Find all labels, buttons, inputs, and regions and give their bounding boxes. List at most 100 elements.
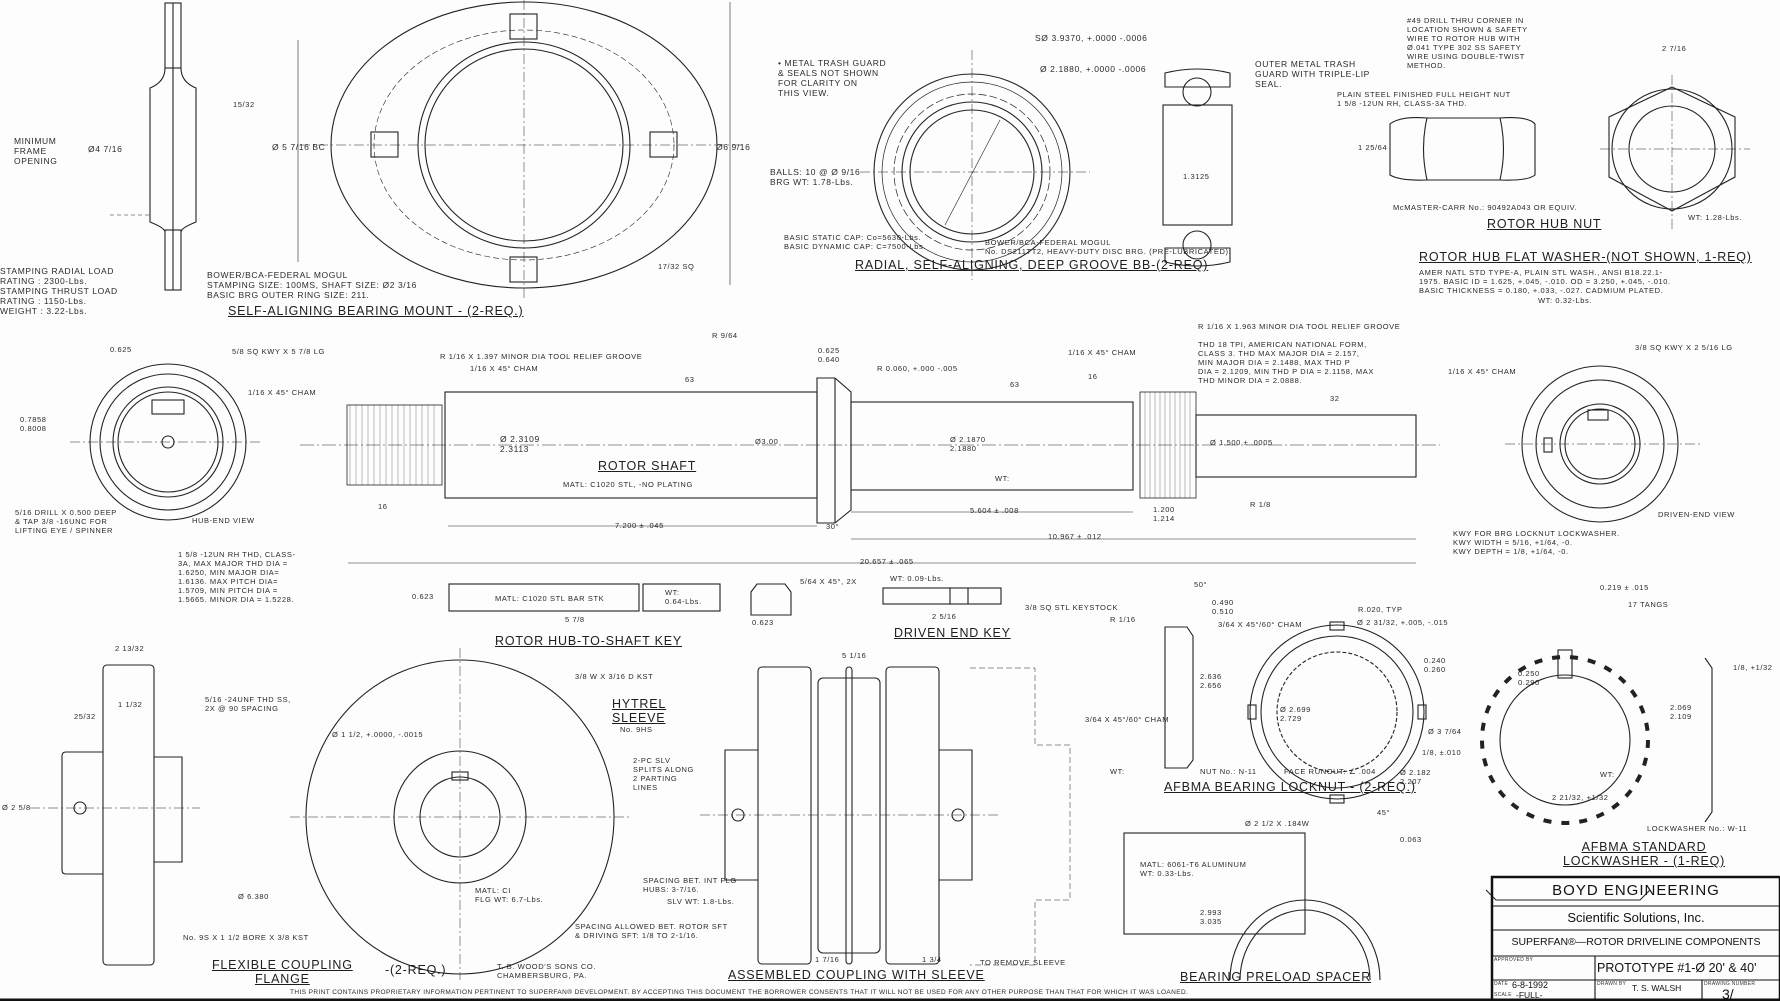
driven-key-weight: WT: 0.09-Lbs. — [890, 574, 945, 583]
bearing-face-view — [860, 50, 1090, 280]
flange-part-no: No. 9S X 1 1/2 BORE X 3/8 KST — [183, 933, 309, 942]
angle-30: 30° — [826, 522, 840, 531]
thread-length: 1.200 1.214 — [1153, 505, 1175, 523]
rotor-shaft-profile — [300, 377, 1440, 564]
driven-end-view-label: DRIVEN-END VIEW — [1658, 510, 1735, 519]
shaft-dia-1: Ø 2.3109 2.3113 — [500, 434, 540, 454]
mount-ratings: STAMPING RADIAL LOAD RATING : 2300-Lbs. … — [0, 266, 118, 316]
locknut-keyway-note: KWY FOR BRG LOCKNUT LOCKWASHER. KWY WIDT… — [1453, 529, 1620, 556]
tang-width: 0.219 ± .015 — [1600, 583, 1649, 592]
washer-bore: Ø 2.182 2.207 — [1400, 768, 1431, 786]
locknut-bore: Ø 2.699 2.729 — [1280, 705, 1311, 723]
project-name: SUPERFAN®—ROTOR DRIVELINE COMPONENTS — [1511, 936, 1761, 948]
coupling-flange-side-view — [30, 664, 200, 966]
flange-od: Ø 6.380 — [238, 892, 269, 901]
remove-sleeve-note: TO REMOVE SLEEVE — [980, 958, 1066, 967]
groove-2: R 1/16 X 1.963 MINOR DIA TOOL RELIEF GRO… — [1198, 322, 1401, 331]
cham-4: 1/16 X 45° CHAM — [1448, 367, 1517, 376]
bearing-locknut-drawing — [1164, 621, 1427, 804]
scale-label: SCALE — [1494, 992, 1512, 998]
cham-3: 1/16 X 45° CHAM — [1068, 348, 1137, 357]
flange-material: MATL: CI FLG WT: 6.7-Lbs. — [475, 886, 544, 904]
lockwasher-wt: WT: — [1600, 770, 1615, 779]
driven-key-title: DRIVEN END KEY — [894, 626, 1011, 640]
scale-value: -FULL- — [1516, 990, 1543, 1000]
shaft-material: MATL: C1020 STL, -NO PLATING — [563, 480, 693, 489]
drill-note: #49 DRILL THRU CORNER IN LOCATION SHOWN … — [1407, 16, 1528, 70]
proprietary-notice: THIS PRINT CONTAINS PROPRIETARY INFORMAT… — [290, 989, 1189, 996]
outer-guard-note: OUTER METAL TRASH GUARD WITH TRIPLE-LIP … — [1255, 59, 1370, 89]
flange-width: 2 13/32 — [115, 644, 145, 653]
coupling-overall: 5 1/16 — [842, 651, 867, 660]
bearing-note: • METAL TRASH GUARD & SEALS NOT SHOWN FO… — [778, 58, 887, 98]
date-value: 6-8-1992 — [1512, 980, 1549, 990]
kw-depth: 0.7858 0.8008 — [20, 415, 47, 433]
washer-spec: AMER NATL STD TYPE-A, PLAIN STL WASH., A… — [1419, 268, 1671, 295]
lockwasher-title: AFBMA STANDARD LOCKWASHER - (1-REQ) — [1563, 840, 1726, 868]
hub-nut-title: ROTOR HUB NUT — [1487, 217, 1602, 231]
hub-to-shaft-key-drawing — [448, 583, 1002, 616]
nut-spec: PLAIN STEEL FINISHED FULL HEIGHT NUT 1 5… — [1337, 90, 1511, 108]
key-weight: WT: 0.64-Lbs. — [665, 588, 702, 606]
nut-weight: WT: 1.28-Lbs. — [1688, 213, 1743, 222]
locknut-od: Ø 3 7/64 — [1428, 727, 1462, 736]
mount-maker: BOWER/BCA-FEDERAL MOGUL STAMPING SIZE: 1… — [207, 270, 417, 300]
shaft-wt: WT: — [995, 474, 1010, 483]
locknut-thread: Ø 2 31/32, +.005, -.015 — [1357, 618, 1449, 627]
locknut-height: 2.636 2.656 — [1200, 672, 1222, 690]
shaft-dia-4: Ø 1.500 ± .0005 — [1210, 438, 1273, 447]
sleeve-no: No. 9HS — [620, 725, 653, 734]
length-7200: 7.200 ± .045 — [615, 521, 664, 530]
key-length: 5 7/8 — [565, 615, 585, 624]
finish-16: 16 — [378, 502, 388, 511]
bearing-title: RADIAL, SELF-ALIGNING, DEEP GROOVE BB-(2… — [855, 258, 1209, 272]
opening-dia: Ø4 7/16 — [88, 144, 123, 154]
finish-63: 63 — [685, 375, 695, 384]
bearing-preload-spacer-drawing — [1123, 832, 1381, 981]
driven-key-length: 2 5/16 — [932, 612, 957, 621]
mount-od: Ø6 9/16 — [716, 142, 751, 152]
flange-title: FLEXIBLE COUPLING FLANGE — [212, 958, 353, 986]
locknut-r020: R.020, TYP — [1358, 605, 1403, 614]
locknut-angle: 50° — [1194, 580, 1208, 589]
bearing-mount-face-view — [297, 0, 745, 300]
washer-title: ROTOR HUB FLAT WASHER-(NOT SHOWN, 1-REQ) — [1419, 250, 1752, 264]
bearing-width: 1.3125 — [1183, 172, 1210, 181]
radius-060: R 0.060, +.000 -.005 — [877, 364, 958, 373]
locknut-title: AFBMA BEARING LOCKNUT - (2-REQ.) — [1164, 780, 1416, 794]
spacer-title: BEARING PRELOAD SPACER — [1180, 970, 1372, 984]
inner-tab: 0.250 0.290 — [1518, 669, 1540, 687]
spacer-length: 2.993 3.035 — [1200, 908, 1222, 926]
hub-end-view-label: HUB-END VIEW — [192, 516, 255, 525]
keystock: 3/8 SQ STL KEYSTOCK — [1025, 603, 1119, 612]
hytrel-sleeve-label: HYTREL SLEEVE — [612, 697, 667, 725]
thread-spec: 1 5/8 -12UN RH THD, CLASS- 3A, MAX MAJOR… — [178, 550, 296, 604]
shaft-dia-2: Ø 2.1870 2.1880 — [950, 435, 986, 453]
bolt-circle-dia: Ø 5 7/16 BC — [272, 142, 326, 152]
washer-id: 2.069 2.109 — [1670, 703, 1692, 721]
coupling-dim-b: 1 3/4 — [922, 955, 942, 964]
flange-hub-dia: Ø 2 5/8 — [2, 803, 31, 812]
driven-keyway: 3/8 SQ KWY X 2 5/16 LG — [1635, 343, 1733, 352]
locknut-cham-a: 3/64 X 45°/60° CHAM — [1218, 620, 1303, 629]
bearing-bore: Ø 2.1880, +.0000 -.0006 — [1040, 64, 1147, 74]
face-runout: FACE RUNOUT: ∠ .004 — [1284, 767, 1376, 776]
finish-63b: 63 — [1010, 380, 1020, 389]
split-note: 2-PC SLV SPLITS ALONG 2 PARTING LINES — [633, 756, 694, 792]
sleeve-weight: SLV WT: 1.8-Lbs. — [667, 897, 735, 906]
finish-32: 32 — [1330, 394, 1340, 403]
key-cham: 5/64 X 45°, 2X — [800, 577, 857, 586]
bearing-mount-title: SELF-ALIGNING BEARING MOUNT - (2-REQ.) — [228, 304, 524, 318]
coupling-dim-a: 1 7/16 — [815, 955, 840, 964]
washer-angle: 45° — [1377, 808, 1391, 817]
collar-width: 0.625 0.640 — [818, 346, 840, 364]
spacer-material: MATL: 6061-T6 ALUMINUM WT: 0.33-Lbs. — [1140, 860, 1247, 878]
mcmaster-no: McMASTER-CARR No.: 90492A043 OR EQUIV. — [1393, 203, 1578, 212]
length-10967: 10.967 ± .012 — [1048, 532, 1102, 541]
date-label: DATE — [1494, 981, 1509, 987]
sphere-dia: SØ 3.9370, +.0000 -.0006 — [1035, 33, 1148, 43]
length-5604: 5.604 ± .008 — [970, 506, 1019, 515]
cham-2: 1/16 X 45° CHAM — [470, 364, 539, 373]
